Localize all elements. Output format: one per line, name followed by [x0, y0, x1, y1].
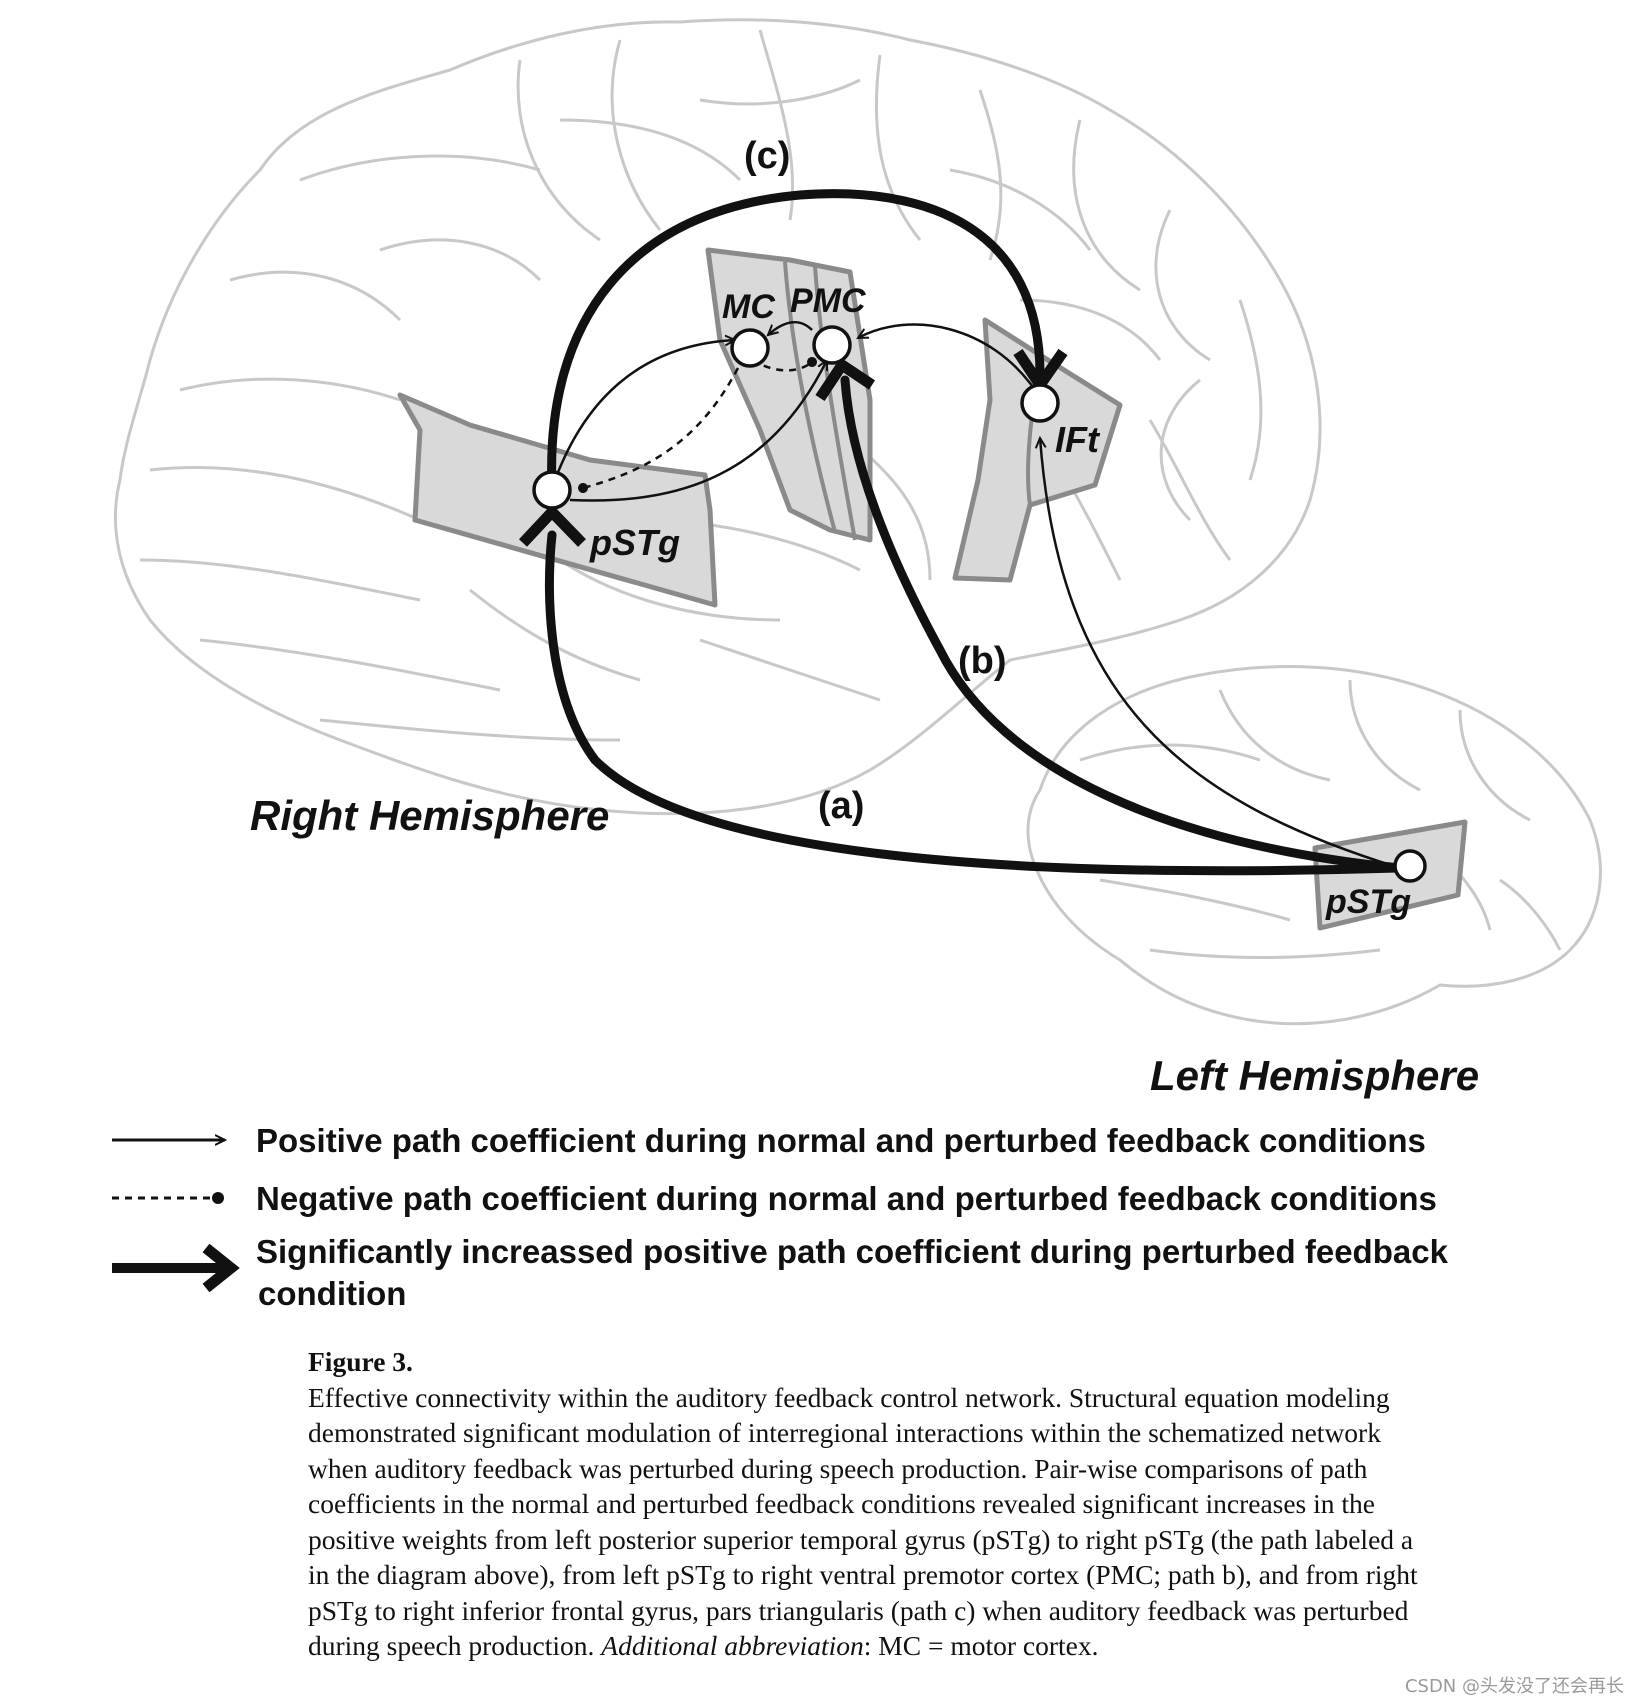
label-left-hemisphere: Left Hemisphere [1150, 1052, 1479, 1099]
dashed-paths [578, 357, 817, 493]
caption-abbreviation-text: : MC = motor cortex. [863, 1630, 1099, 1661]
label-ift: IFt [1055, 419, 1101, 460]
connectivity-diagram: MC PMC IFt pSTg pSTg (c) (b) (a) Right H… [112, 18, 1602, 1312]
node-mc [730, 328, 770, 368]
nodes [532, 325, 1427, 883]
figure-caption: Figure 3. Effective connectivity within … [308, 1344, 1418, 1664]
node-left-pstg [1393, 849, 1427, 883]
left-brain-outline [1026, 665, 1602, 1026]
caption-abbreviation-label: Additional abbreviation [601, 1630, 864, 1661]
left-pstg-region [1312, 819, 1468, 931]
mc-pmc-region [705, 247, 873, 543]
caption-body: Effective connectivity within the audito… [308, 1381, 1418, 1662]
label-left-pstg: pSTg [1325, 883, 1411, 921]
path-lpstg-to-ift [1040, 438, 1401, 870]
ift-region [952, 317, 1123, 583]
legend-negative-text: Negative path coefficient during normal … [256, 1180, 1437, 1217]
label-right-pstg: pSTg [589, 522, 680, 563]
right-brain-outline [113, 18, 1322, 816]
label-path-c: (c) [744, 135, 790, 177]
path-a-lpstg-to-rpstg [544, 530, 1405, 876]
legend-increased-text-line2: condition [258, 1275, 406, 1312]
node-right-pstg [532, 470, 572, 510]
node-pmc [812, 325, 852, 365]
label-path-b: (b) [958, 640, 1007, 682]
path-ift-to-pmc [858, 323, 1037, 391]
path-b-lpstg-to-pmc [840, 375, 1405, 873]
thick-paths [544, 189, 1405, 876]
label-right-hemisphere: Right Hemisphere [250, 792, 609, 839]
label-path-a: (a) [818, 785, 864, 827]
arrowhead-b [815, 357, 876, 402]
legend-positive-text: Positive path coefficient during normal … [256, 1122, 1426, 1159]
node-ift [1020, 383, 1060, 423]
arrowhead-a [518, 504, 586, 547]
path-rpstg-to-mc [553, 340, 735, 481]
arrow-thick-icon [112, 1243, 240, 1293]
path-c-rpstg-to-ift [547, 189, 1045, 493]
path-mc-to-rpstg-negative [578, 367, 740, 493]
path-pmc-to-mc [768, 321, 813, 335]
path-rpstg-to-pmc [569, 360, 829, 502]
watermark: CSDN @头发没了还会再长 [1404, 1676, 1624, 1697]
legend-negative: Negative path coefficient during normal … [112, 1180, 1437, 1217]
thin-paths [553, 321, 1401, 870]
legend-increased: Significantly increassed positive path c… [112, 1233, 1449, 1312]
legend: Positive path coefficient during normal … [112, 1122, 1449, 1312]
legend-increased-text-line1: Significantly increassed positive path c… [256, 1233, 1449, 1270]
label-pmc: PMC [790, 282, 866, 320]
dashed-dot-end [212, 1192, 224, 1204]
figure-label: Figure 3. [308, 1346, 413, 1377]
legend-positive: Positive path coefficient during normal … [112, 1122, 1426, 1159]
label-mc: MC [722, 288, 775, 326]
